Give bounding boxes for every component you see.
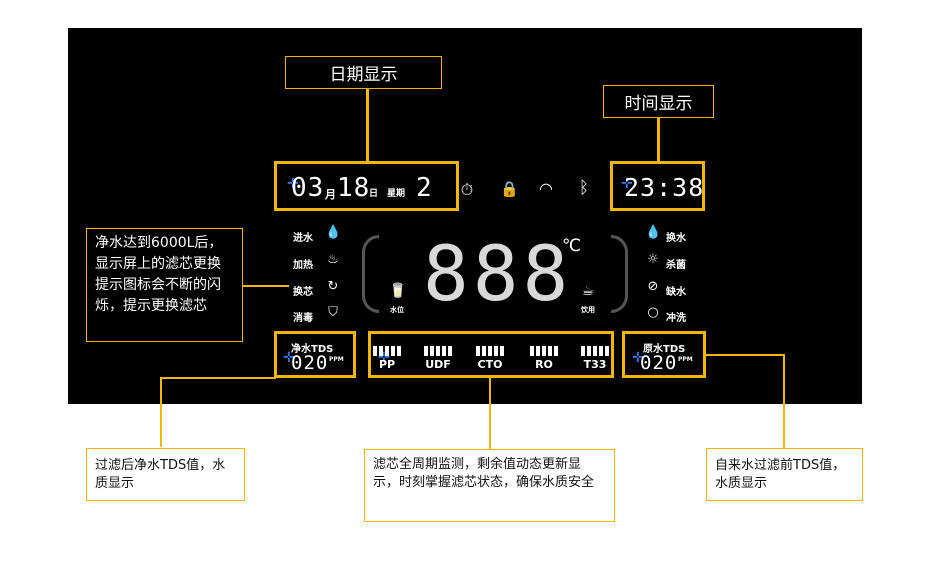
main-digits: 888 — [423, 229, 573, 318]
water-level-label: 水位 — [390, 306, 404, 314]
time-box — [610, 161, 705, 211]
drops-icon: 💧 — [645, 225, 662, 240]
shield-icon: ⛉ — [328, 305, 338, 320]
water-drop-icon: 💧 — [325, 225, 342, 240]
flush-icon: ○ — [647, 305, 659, 320]
filter-cto: CTO — [472, 346, 508, 371]
weekday-value: 2 — [416, 173, 433, 203]
pure-tds-connector-v — [160, 379, 162, 447]
raw-tds-callout: 自来水过滤前TDS值，水质显示 — [706, 448, 863, 501]
cursor-icon: ✛ — [287, 176, 299, 192]
status-inlet: 进水 — [293, 233, 313, 244]
time-value: 23:38 — [624, 173, 705, 202]
sun-icon: ☼ — [647, 252, 659, 267]
alarm-clock-icon: ⏱ — [460, 180, 474, 199]
cursor-icon: ✛ — [632, 350, 644, 366]
time-connector — [657, 118, 660, 163]
filter-cto-label: CTO — [477, 358, 503, 371]
raw-tds-connector-h — [706, 354, 785, 356]
raw-tds-box — [622, 331, 706, 378]
no-water-icon: ⊘ — [647, 279, 659, 294]
filters-box — [368, 331, 614, 378]
status-change-filter: 换芯 — [293, 287, 313, 298]
water-level-bar — [362, 235, 379, 313]
filter-connector — [489, 378, 491, 449]
day-unit: 日 — [369, 189, 379, 199]
status-disinfect: 消毒 — [293, 313, 313, 324]
filter-t33: T33 — [577, 346, 613, 371]
date-month: 03 — [291, 173, 325, 203]
month-unit: 月 — [325, 188, 336, 201]
mug-icon: ☕ — [581, 283, 595, 299]
status-flush: 冲洗 — [666, 313, 686, 324]
cup-icon: 🥛 — [389, 283, 407, 299]
status-change-water: 换水 — [666, 233, 686, 244]
status-heating: 加热 — [293, 260, 313, 271]
pure-tds-ppm: PPM — [329, 356, 344, 363]
filter-t33-label: T33 — [583, 358, 607, 371]
lock-icon: 🔒 — [500, 180, 519, 198]
filter-pp-label: PP — [378, 358, 396, 371]
filter-ro: RO — [526, 346, 562, 371]
raw-tds-label: 原水TDS — [643, 344, 686, 355]
temperature-bar — [611, 235, 628, 313]
date-day: 18 — [337, 173, 371, 203]
raw-tds-value: 020 — [640, 352, 678, 374]
date-box — [274, 161, 459, 211]
pure-tds-label: 净水TDS — [291, 344, 334, 355]
refresh-icon: ↻ — [327, 279, 339, 294]
filter-monitor-callout: 滤芯全周期监测，剩余值动态更新显示，时刻掌握滤芯状态，确保水质安全 — [364, 449, 615, 522]
filter-alert-connector — [243, 285, 289, 287]
temperature-unit: ℃ — [562, 236, 582, 256]
raw-tds-ppm: PPM — [678, 356, 693, 363]
cursor-icon: ✛ — [621, 176, 633, 192]
pure-tds-box — [274, 331, 356, 378]
pure-tds-callout: 过滤后净水TDS值，水质显示 — [86, 448, 245, 501]
wifi-icon: ◠ — [539, 179, 553, 198]
cursor-icon: ✛ — [378, 350, 390, 366]
date-connector — [366, 89, 369, 163]
filter-udf: UDF — [420, 346, 456, 371]
time-display-title: 时间显示 — [603, 85, 714, 118]
date-display-title: 日期显示 — [285, 56, 442, 89]
cursor-icon: ✛ — [283, 350, 295, 366]
bluetooth-icon: ᛒ — [578, 178, 590, 198]
drink-label: 饮用 — [581, 306, 595, 314]
pure-tds-value: 020 — [291, 352, 329, 374]
status-sterilize: 杀菌 — [666, 260, 686, 271]
weekday-label: 星期 — [387, 189, 406, 199]
raw-tds-connector-v — [783, 354, 785, 448]
filter-udf-label: UDF — [425, 358, 451, 371]
filter-alert-callout: 净水达到6000L后，显示屏上的滤芯更换提示图标会不断的闪烁，提示更换滤芯 — [86, 228, 243, 342]
pure-tds-connector-h — [160, 377, 276, 379]
filter-pp: PP — [369, 346, 405, 371]
filter-ro-label: RO — [535, 358, 553, 371]
heating-icon: ♨ — [327, 252, 339, 267]
status-no-water: 缺水 — [666, 287, 686, 298]
